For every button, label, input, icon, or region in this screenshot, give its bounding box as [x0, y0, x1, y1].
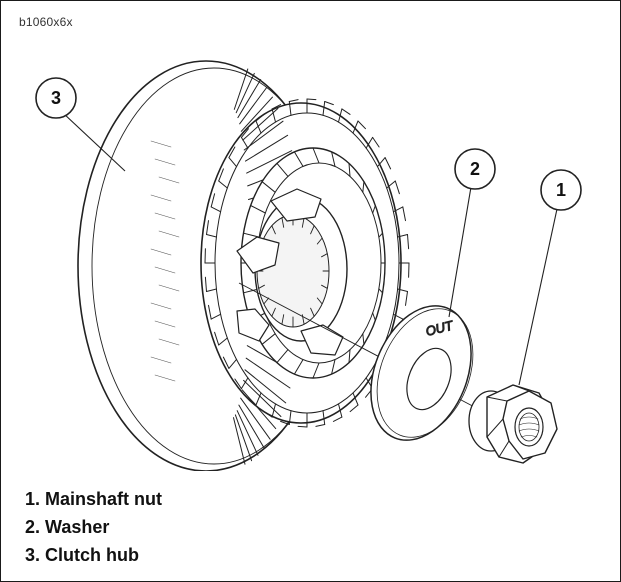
callout-number-3: 3 [51, 88, 61, 108]
mainshaft-nut [468, 384, 558, 464]
legend-item-clutch-hub: 3. Clutch hub [25, 545, 139, 565]
leader-line-2 [448, 186, 472, 318]
callout-number-2: 2 [470, 159, 480, 179]
leader-line-1 [518, 208, 558, 386]
clutch-hub [77, 60, 410, 471]
legend-item-mainshaft-nut: 1. Mainshaft nut [25, 489, 163, 509]
exploded-view-illustration: OUT 3 2 [35, 60, 582, 471]
legend-item-washer: 2. Washer [25, 517, 110, 537]
washer-out-marking: OUT [424, 317, 455, 338]
callout-circle-3 [35, 77, 77, 119]
callout-1: 1 [518, 169, 582, 386]
leader-line-3 [62, 112, 126, 172]
callout-number-1: 1 [556, 180, 566, 200]
callout-circle-1 [540, 169, 582, 211]
callout-circle-2 [454, 148, 496, 190]
washer: OUT [370, 305, 474, 441]
callout-3: 3 [35, 77, 126, 172]
figure-id: b1060x6x [19, 15, 73, 29]
parts-legend: 1. Mainshaft nut 2. Washer 3. Clutch hub [25, 485, 162, 569]
callout-2: 2 [448, 148, 496, 318]
